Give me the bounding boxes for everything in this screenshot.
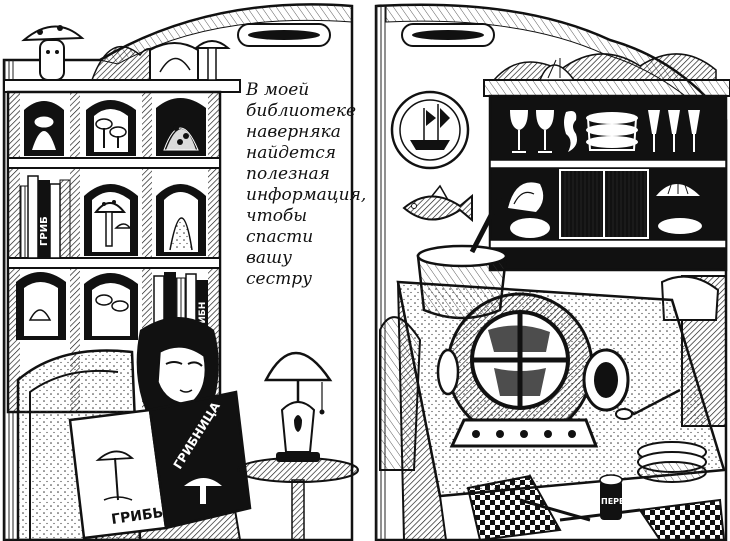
dish-cabinet: [483, 79, 730, 97]
book-cover-word: ГРИБЫ: [110, 504, 168, 528]
caption-line: вашу: [246, 248, 292, 268]
caption-line: информация,: [246, 185, 367, 205]
caption-line: чтобы: [246, 206, 308, 226]
specimen-jar: [84, 273, 138, 340]
specimen-jar: [156, 184, 206, 256]
left-panel: ГРИБ: [2, 3, 359, 541]
caption-line: сестру: [246, 269, 312, 289]
mushroom-icon: [193, 40, 231, 81]
ship-plate-icon: [390, 90, 470, 170]
book-row: ГРИБ: [19, 175, 71, 259]
specimen-jar: [16, 272, 66, 340]
book-spine-label: ГРИБ: [39, 216, 50, 246]
caption-line: наверняка: [246, 122, 341, 142]
plate-stack: [586, 112, 638, 151]
lamp-icon: [263, 351, 333, 462]
open-book: ГРИБЫ ГРИБНИЦА: [68, 390, 252, 540]
caption-line: полезная: [246, 164, 330, 184]
diving-helmet-icon: [436, 292, 630, 448]
shell-icon: [656, 180, 702, 234]
caption-line: библиотеке: [246, 101, 357, 121]
seahorse-icon: [564, 111, 577, 152]
pepper-label: ПЕРЕЦ: [601, 497, 632, 506]
napkin: [466, 474, 562, 541]
specimen-jar: [156, 98, 206, 156]
caption-line: найдется: [246, 143, 337, 163]
specimen-jar: [86, 100, 136, 156]
mushroom-icon: [21, 25, 85, 81]
book-spine-label: ГРИБН: [198, 302, 208, 336]
caption-line: спасти: [246, 227, 314, 247]
shell-icon: [538, 58, 576, 81]
specimen-jar: [24, 101, 64, 156]
pepper-shaker: ПЕРЕЦ: [599, 474, 632, 520]
right-panel: ПЕРЕЦ: [374, 3, 730, 541]
wine-glass-icon: [510, 110, 554, 153]
specimen-jar: [84, 184, 138, 256]
caption-line: В моей: [246, 80, 310, 100]
caption-handwritten: В моей библиотеке наверняка найдется пол…: [246, 80, 367, 290]
fish-icon: [402, 184, 473, 223]
shell-icon: [508, 182, 544, 212]
wine-glass-icon: [648, 110, 700, 152]
